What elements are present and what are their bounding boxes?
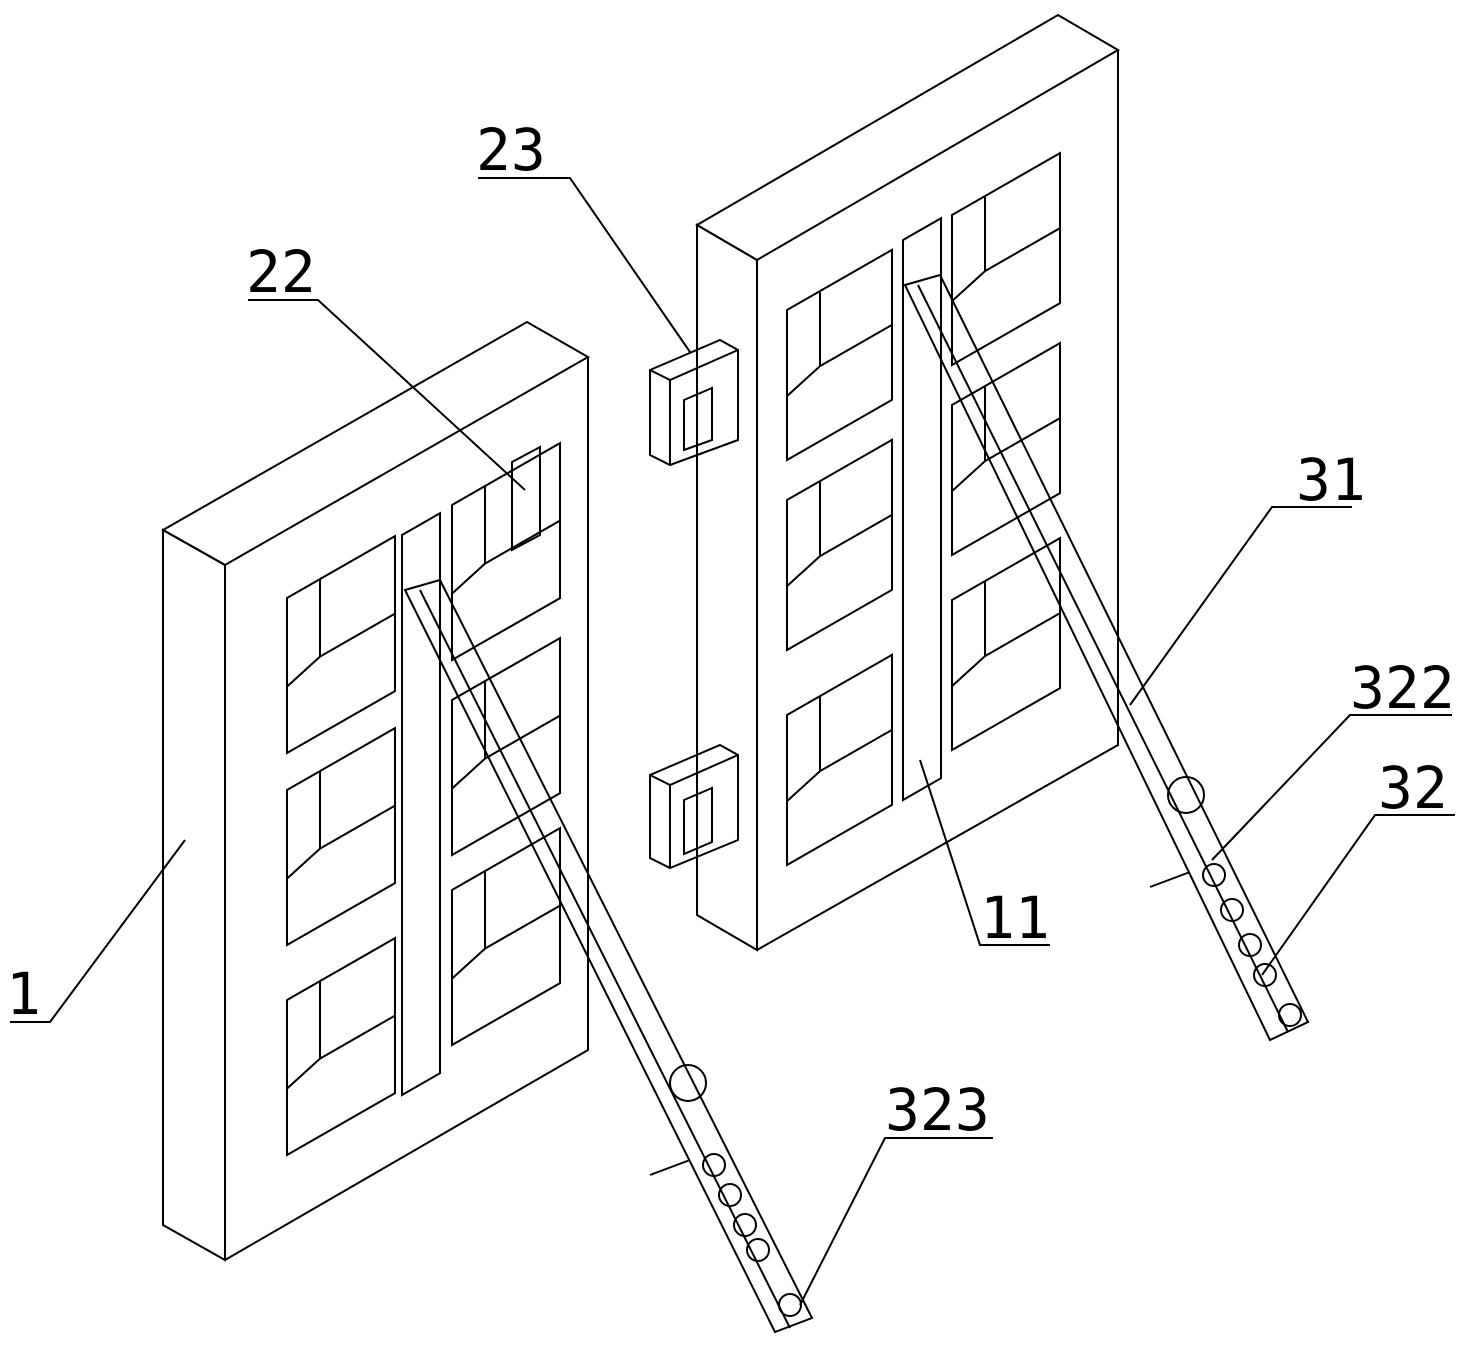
window-depth-line bbox=[287, 657, 320, 687]
window-depth-line bbox=[787, 556, 820, 586]
right-panel-top-face bbox=[697, 15, 1118, 260]
window-depth-line bbox=[320, 1016, 395, 1059]
window-depth-line bbox=[820, 515, 892, 556]
window-cell bbox=[903, 218, 941, 800]
window-depth-line bbox=[985, 418, 1060, 461]
left-panel-windows bbox=[287, 443, 560, 1155]
label-1: 1 bbox=[6, 960, 41, 1028]
window-depth-line bbox=[820, 730, 892, 771]
window-depth-line bbox=[485, 716, 560, 759]
window-depth-line bbox=[787, 771, 820, 801]
window-depth-line bbox=[787, 366, 820, 396]
connector-box-lower bbox=[650, 745, 738, 868]
window-depth-line bbox=[952, 656, 985, 686]
right-panel-side-face bbox=[697, 225, 757, 950]
label-11: 11 bbox=[980, 884, 1050, 952]
window-depth-line bbox=[985, 613, 1060, 656]
right-panel-windows bbox=[787, 153, 1060, 865]
window-depth-line bbox=[452, 564, 485, 594]
label-23: 23 bbox=[476, 116, 546, 184]
label-322: 322 bbox=[1350, 654, 1455, 722]
window-depth-line bbox=[287, 849, 320, 879]
left-panel-top-face bbox=[163, 322, 588, 565]
label-22: 22 bbox=[246, 238, 316, 306]
window-depth-line bbox=[287, 1059, 320, 1089]
window-depth-line bbox=[320, 806, 395, 849]
window-cell bbox=[402, 513, 440, 1095]
window-depth-line bbox=[485, 906, 560, 949]
window-depth-line bbox=[452, 949, 485, 979]
right-panel bbox=[697, 15, 1118, 950]
left-panel-side-face bbox=[163, 530, 225, 1260]
window-depth-line bbox=[952, 461, 985, 491]
window-depth-line bbox=[820, 325, 892, 366]
right-brace-31 bbox=[905, 275, 1308, 1040]
window-depth-line bbox=[985, 228, 1060, 271]
window-depth-line bbox=[952, 271, 985, 301]
connector-box-upper bbox=[650, 340, 738, 465]
window-depth-line bbox=[452, 759, 485, 789]
window-depth-line bbox=[485, 521, 560, 564]
window-depth-line bbox=[320, 614, 395, 657]
label-31: 31 bbox=[1296, 446, 1366, 514]
label-32: 32 bbox=[1378, 754, 1448, 822]
left-panel bbox=[163, 322, 588, 1260]
label-323: 323 bbox=[885, 1076, 990, 1144]
